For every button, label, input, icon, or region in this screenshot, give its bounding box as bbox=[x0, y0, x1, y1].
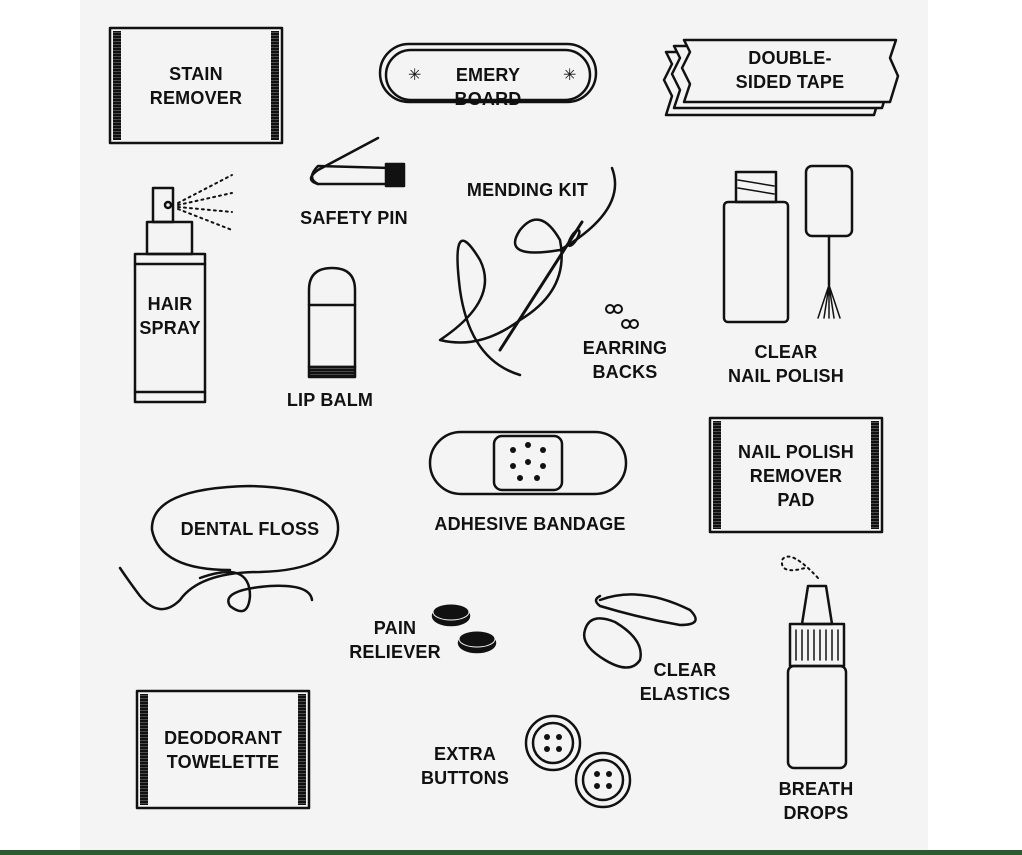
label-earring-backs: EARRING BACKS bbox=[582, 338, 668, 382]
breath-drops-icon bbox=[780, 555, 848, 770]
label-clear-nail-polish: CLEAR NAIL POLISH bbox=[728, 342, 844, 386]
bottom-accent-bar bbox=[0, 850, 1022, 855]
label-mending-kit: MENDING KIT bbox=[466, 180, 589, 200]
pain-reliever-icon bbox=[431, 603, 497, 654]
lip-balm-icon bbox=[307, 266, 357, 379]
label-extra-buttons: EXTRA BUTTONS bbox=[420, 744, 510, 788]
label-dental-floss: DENTAL FLOSS bbox=[180, 519, 320, 539]
adhesive-bandage-icon bbox=[428, 430, 628, 496]
label-double-sided-tape: DOUBLE- SIDED TAPE bbox=[735, 48, 845, 92]
earring-backs-icon bbox=[605, 304, 639, 329]
nail-polish-icon bbox=[722, 164, 854, 324]
svg-text:✳: ✳ bbox=[408, 67, 421, 84]
extra-buttons-icon bbox=[524, 714, 632, 809]
clear-elastics-icon bbox=[582, 593, 697, 669]
safety-pin-icon bbox=[309, 136, 406, 188]
label-lip-balm: LIP BALM bbox=[286, 390, 374, 410]
label-deodorant-towelette: DEODORANT TOWELETTE bbox=[164, 728, 282, 772]
label-hair-spray: HAIR SPRAY bbox=[139, 294, 201, 338]
deodorant-towelette-icon bbox=[135, 689, 311, 810]
label-safety-pin: SAFETY PIN bbox=[300, 208, 408, 228]
label-breath-drops: BREATH DROPS bbox=[778, 779, 854, 823]
stain-remover-packet-icon bbox=[108, 26, 284, 145]
label-pain-reliever: PAIN RELIEVER bbox=[349, 618, 441, 662]
label-nail-polish-remover-pad: NAIL POLISH REMOVER PAD bbox=[738, 442, 854, 510]
hair-spray-icon bbox=[133, 174, 233, 404]
illustration-panel bbox=[80, 0, 928, 850]
svg-text:✳: ✳ bbox=[563, 67, 576, 84]
label-clear-elastics: CLEAR ELASTICS bbox=[639, 660, 731, 704]
dental-floss-icon bbox=[118, 484, 340, 613]
label-stain-remover: STAIN REMOVER bbox=[149, 64, 243, 108]
label-emery-board: EMERY BOARD bbox=[454, 65, 522, 109]
double-sided-tape-icon bbox=[662, 38, 900, 117]
emery-board-icon: ✳ ✳ bbox=[378, 42, 598, 104]
mending-kit-icon bbox=[438, 166, 617, 377]
nail-polish-remover-pad-icon bbox=[708, 416, 884, 534]
label-adhesive-bandage: ADHESIVE BANDAGE bbox=[434, 514, 626, 534]
